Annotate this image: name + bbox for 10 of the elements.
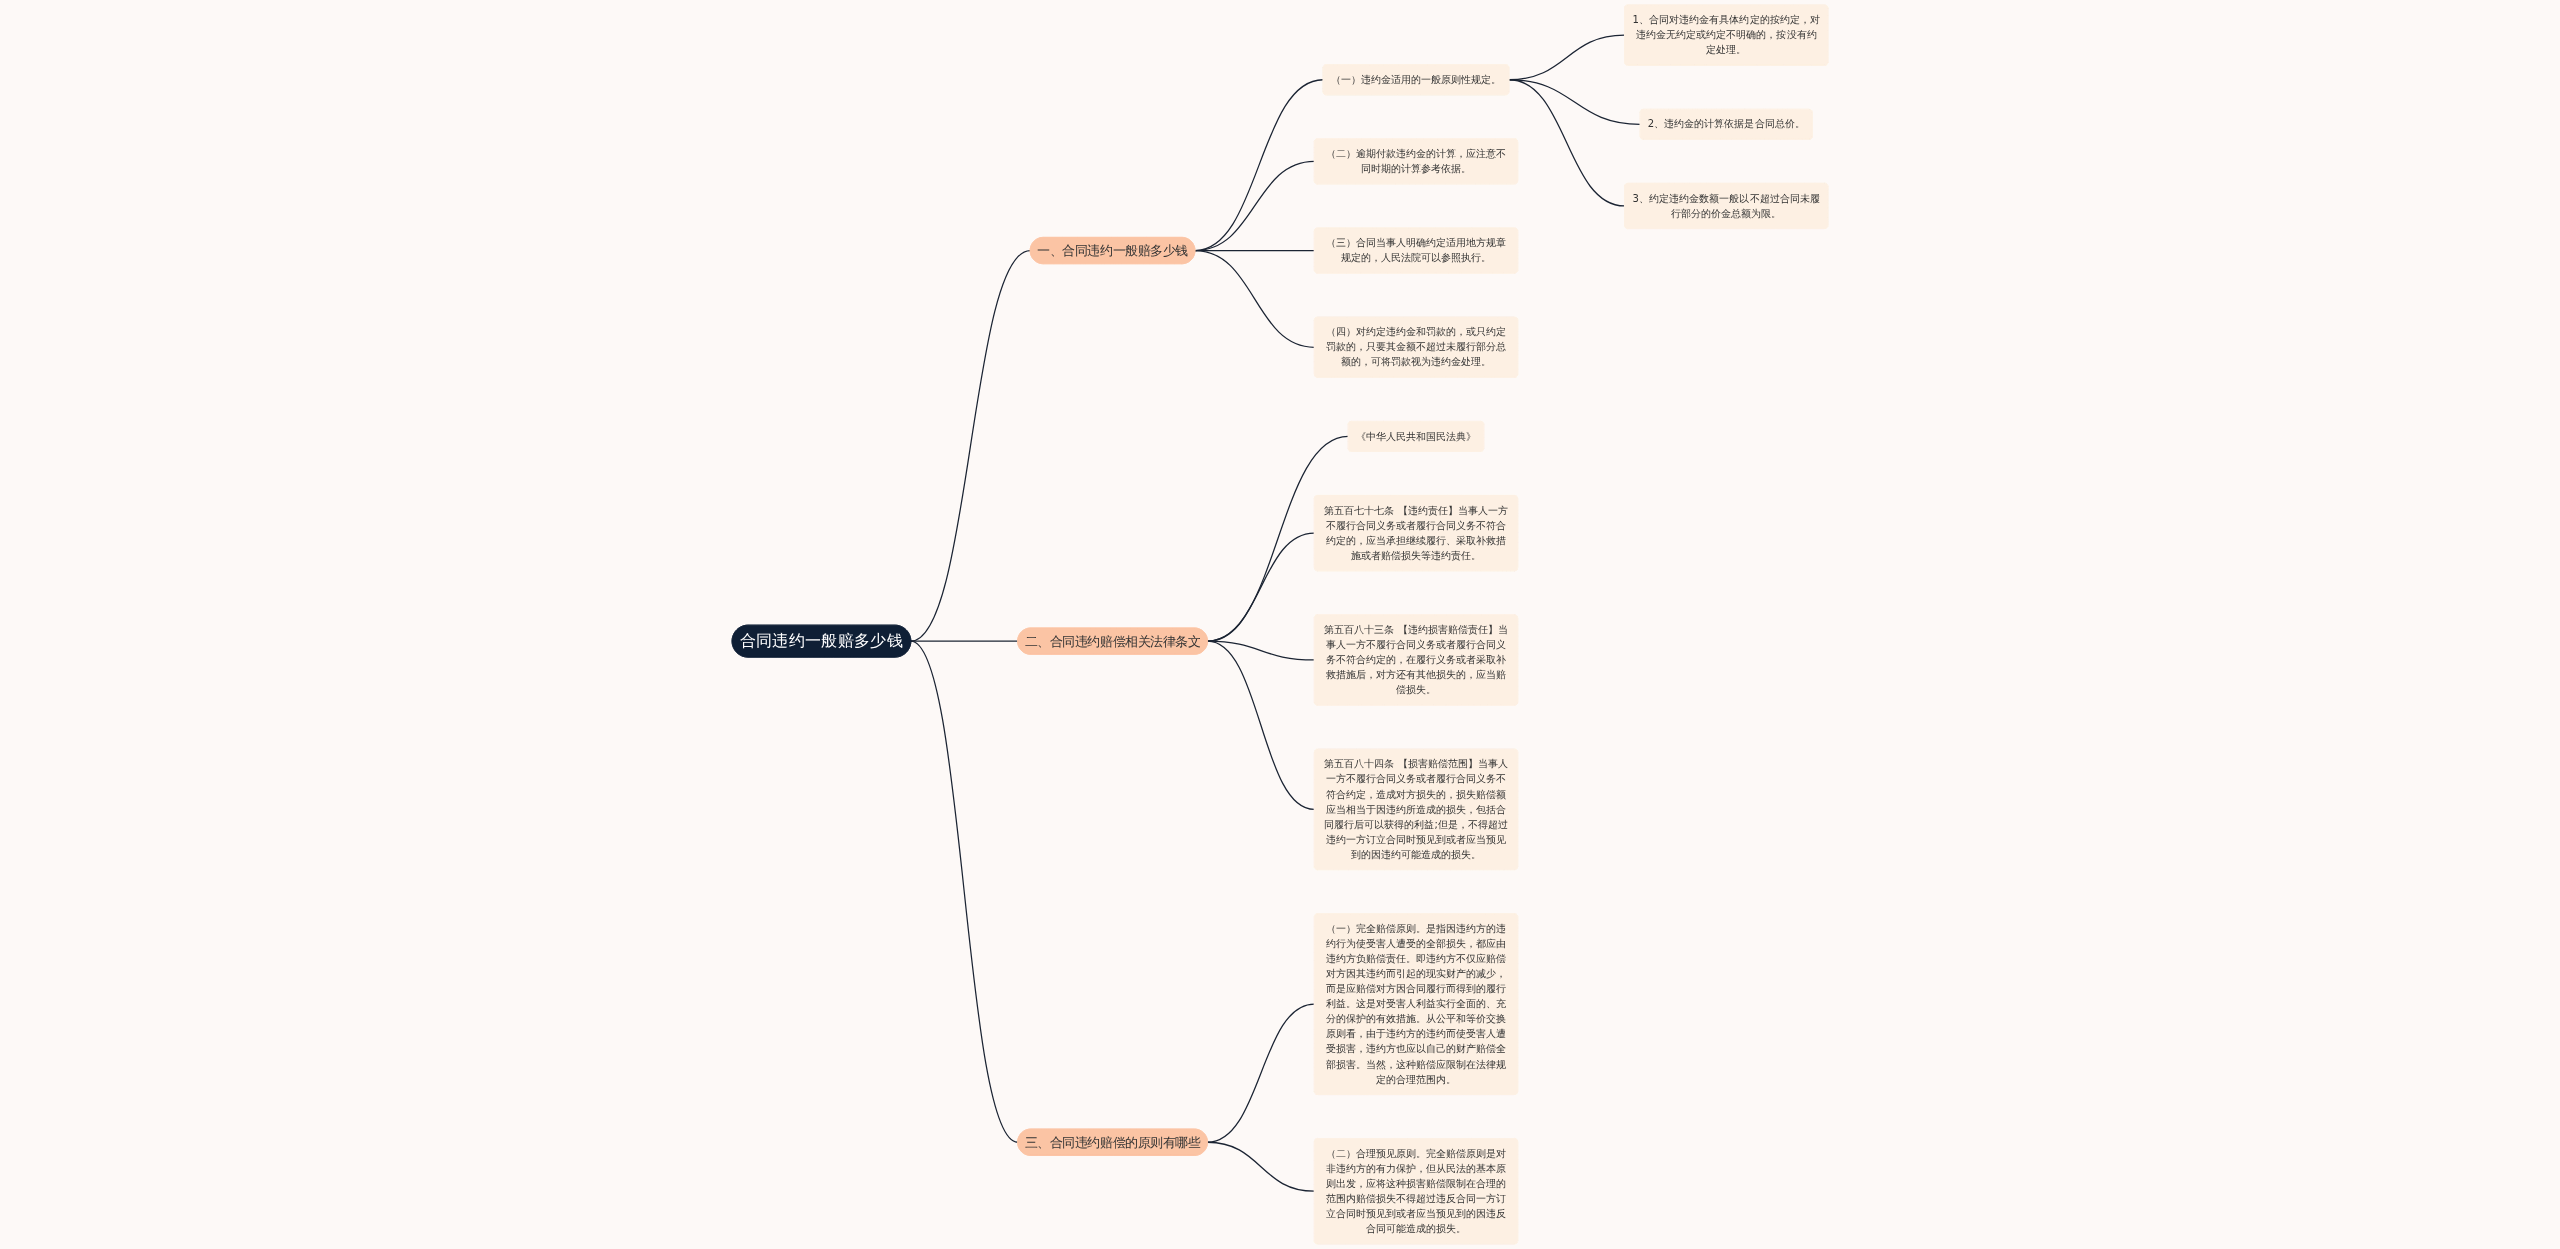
- connector: [910, 640, 1019, 642]
- connector: [1206, 435, 1349, 642]
- connector: [1206, 1141, 1315, 1192]
- connector: [1194, 249, 1315, 348]
- connector: [1206, 1003, 1315, 1143]
- connector: [910, 249, 1031, 642]
- connector: [1206, 640, 1315, 811]
- connector: [910, 640, 1019, 1143]
- connector: [1206, 532, 1315, 642]
- connector: [1508, 79, 1626, 207]
